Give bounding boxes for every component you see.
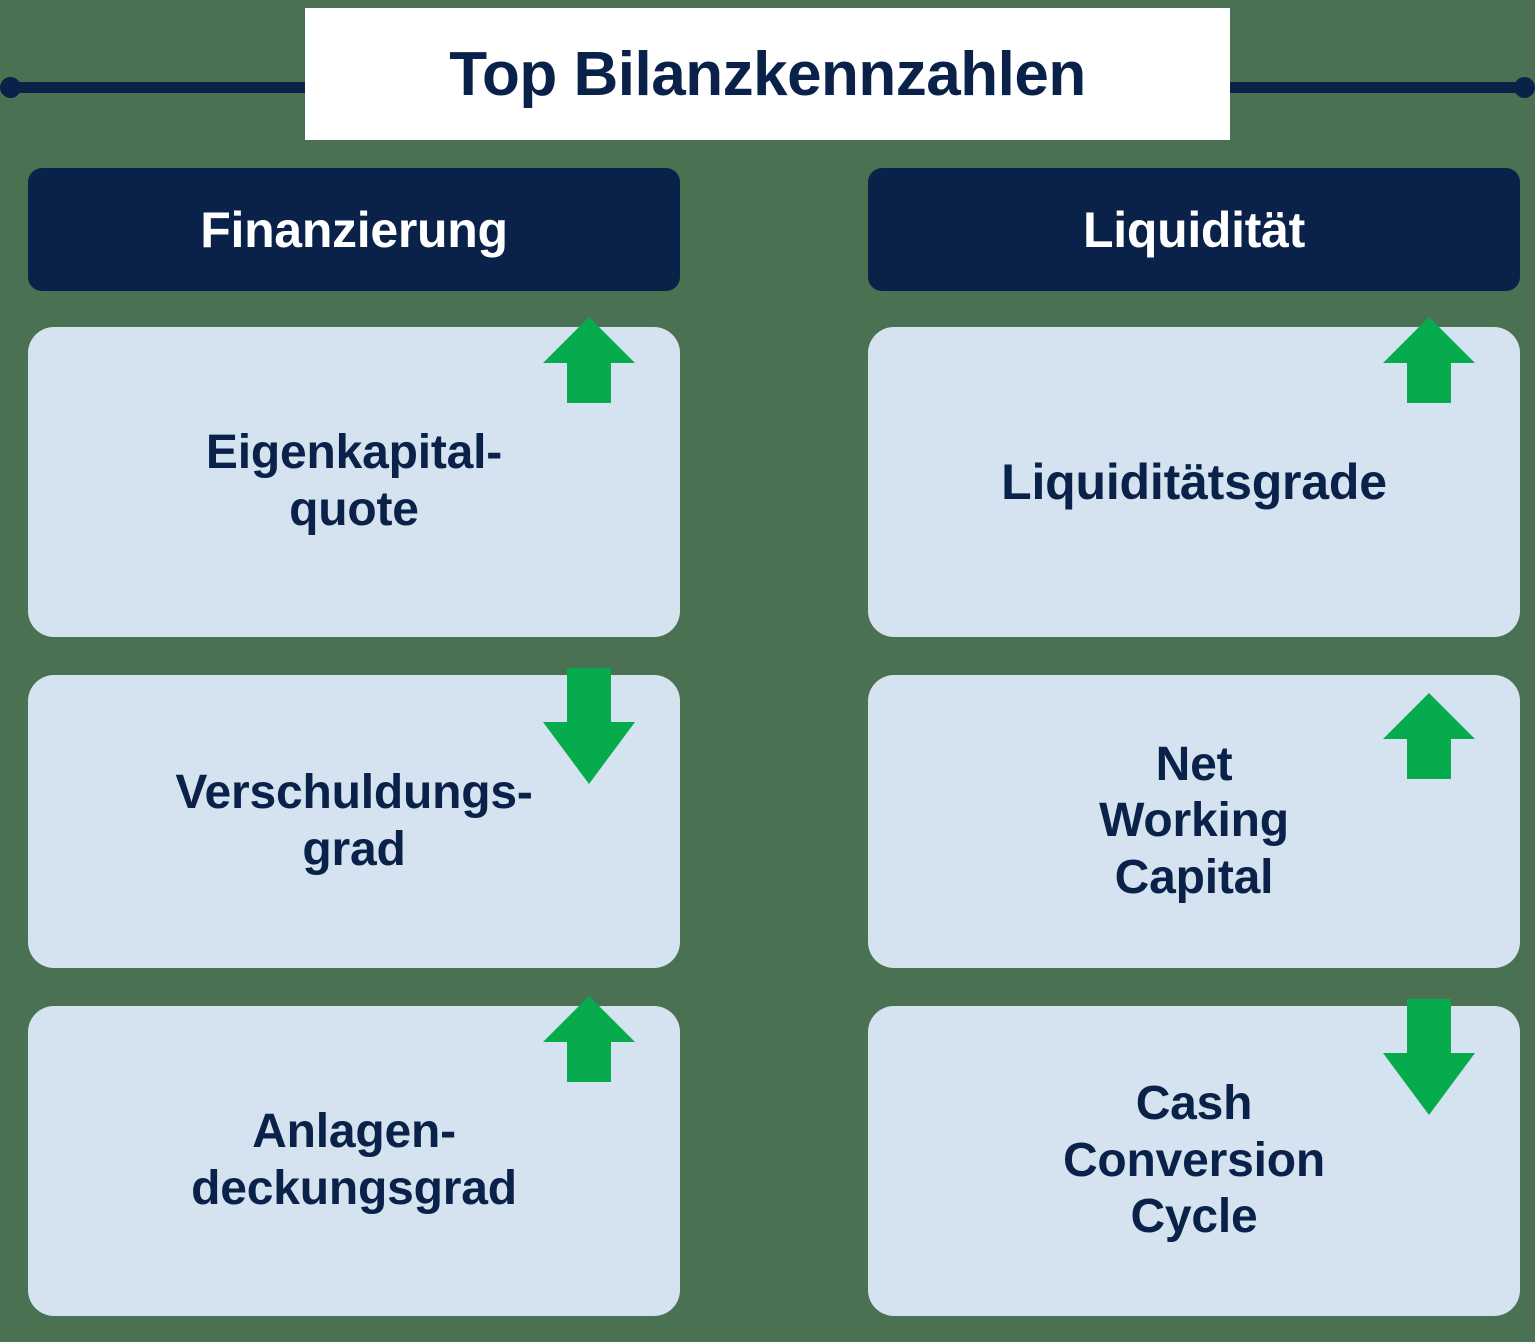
column-finanzierung: Finanzierung Eigenkapital- quote Verschu…	[28, 168, 680, 1316]
metric-card-label: Cash Conversion Cycle	[1062, 1077, 1326, 1244]
metric-card-label: Net Working Capital	[1099, 737, 1289, 904]
metric-card-label: Verschuldungs- grad	[175, 765, 533, 876]
columns-container: Finanzierung Eigenkapital- quote Verschu…	[0, 168, 1535, 1342]
column-header-liquiditaet: Liquidität	[868, 168, 1520, 291]
arrow-up-icon	[543, 317, 635, 403]
rule-endpoint-dot-left	[0, 77, 21, 98]
metric-card-label: Eigenkapital- quote	[205, 426, 503, 536]
arrow-down-icon	[543, 668, 635, 784]
metric-card-label: Liquiditätsgrade	[1001, 453, 1387, 510]
column-header-label: Finanzierung	[200, 201, 508, 258]
title-plate: Top Bilanzkennzahlen	[305, 8, 1230, 140]
arrow-down-icon	[1383, 999, 1475, 1115]
column-liquiditaet: Liquidität Liquiditätsgrade Net Working …	[868, 168, 1520, 1316]
arrow-up-icon	[543, 996, 635, 1082]
metric-card-cash-conversion-cycle[interactable]: Cash Conversion Cycle	[868, 999, 1520, 1316]
title-band: Top Bilanzkennzahlen	[0, 0, 1535, 150]
metric-card-eigenkapitalquote[interactable]: Eigenkapital- quote	[28, 317, 680, 637]
column-header-label: Liquidität	[1083, 201, 1305, 258]
metric-card-verschuldungsgrad[interactable]: Verschuldungs- grad	[28, 668, 680, 968]
page-title: Top Bilanzkennzahlen	[449, 39, 1086, 109]
arrow-up-icon	[1383, 317, 1475, 403]
metric-card-anlagendeckungsgrad[interactable]: Anlagen- deckungsgrad	[28, 996, 680, 1316]
rule-endpoint-dot-right	[1514, 77, 1535, 98]
column-header-finanzierung: Finanzierung	[28, 168, 680, 291]
arrow-up-icon	[1383, 693, 1475, 779]
metric-card-net-working-capital[interactable]: Net Working Capital	[868, 675, 1520, 968]
metric-card-liquiditaetsgrade[interactable]: Liquiditätsgrade	[868, 317, 1520, 637]
metric-card-label: Anlagen- deckungsgrad	[191, 1105, 517, 1215]
